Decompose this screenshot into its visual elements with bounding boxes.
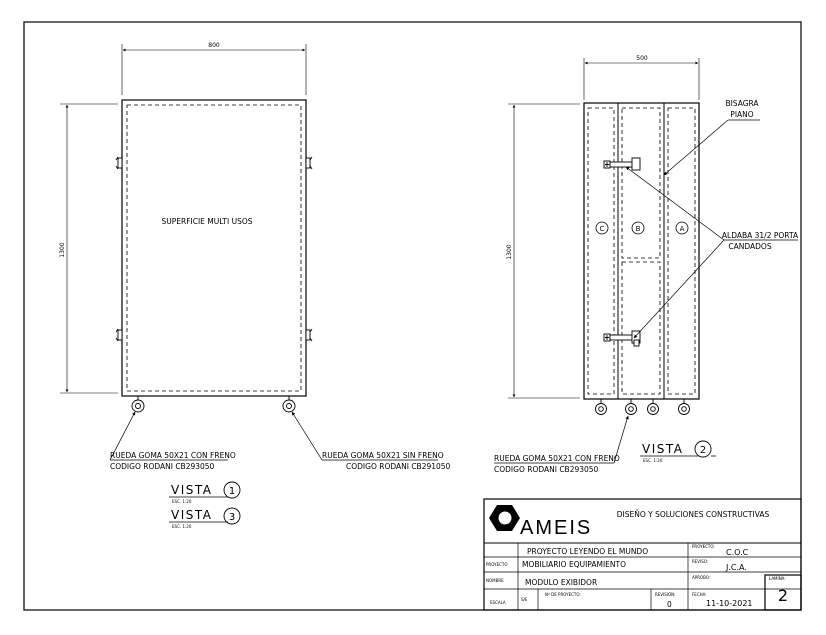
- left-caster-note-line2: CODIGO RODANI CB293050: [110, 462, 215, 471]
- svg-text:ESC. 1:20: ESC. 1:20: [643, 458, 663, 463]
- panel-a: [663, 102, 700, 400]
- escala-value: S/E: [521, 597, 528, 602]
- fecha-value: 11-10-2021: [706, 599, 753, 608]
- hinge-note-line1: BISAGRA: [725, 99, 759, 108]
- revision-value: 0: [667, 600, 672, 609]
- right-caster-note-line2: CODIGO RODANI CB291050: [346, 462, 451, 471]
- padlock-latch-icon: [603, 157, 641, 347]
- view-label-1: VISTA 1 ESC. 1:20: [169, 481, 241, 504]
- svg-text:3: 3: [229, 512, 235, 523]
- svg-text:1: 1: [229, 486, 235, 497]
- right-view-caster-note-line1: RUEDA GOMA 50X21 CON FRENO: [494, 454, 620, 463]
- proyecto-row-label: PROYECTO: [486, 562, 507, 567]
- sheet-border: [23, 21, 802, 611]
- proyecto-field-value: C.O.C: [726, 548, 749, 557]
- svg-text:VISTA: VISTA: [171, 508, 212, 522]
- panel-b: [617, 102, 665, 400]
- side-latch-icon: [115, 156, 313, 342]
- right-view: [494, 58, 798, 464]
- company-name: DISEÑO Y SOLUCIONES CONSTRUCTIVAS: [617, 510, 770, 519]
- left-view: [60, 44, 438, 461]
- left-caster-note-line1: RUEDA GOMA 50X21 CON FRENO: [110, 451, 236, 460]
- project-name: PROYECTO LEYENDO EL MUNDO: [527, 547, 648, 556]
- panel-c: [583, 102, 619, 400]
- latch-note-line2: CANDADOS: [728, 242, 771, 251]
- revision-label: REVISIÓN:: [655, 592, 675, 597]
- right-width-dimension: 500: [636, 55, 648, 62]
- num-proyecto-label: Nº DE PROYECTO:: [545, 592, 581, 597]
- caster-wheel-icon: [131, 396, 296, 413]
- reviso-label: REVISO:: [692, 559, 708, 564]
- lamina-value: 2: [778, 586, 788, 605]
- right-view-caster-note-line2: CODIGO RODANI CB293050: [494, 465, 599, 474]
- svg-text:ESC. 1:20: ESC. 1:20: [172, 499, 192, 504]
- left-width-dimension: 800: [208, 42, 220, 49]
- panel-a-label: A: [680, 225, 685, 233]
- panel-c-label: C: [600, 225, 605, 233]
- lamina-label: LAMINA:: [769, 576, 786, 581]
- multi-use-surface-panel: [121, 99, 307, 397]
- view-label-2: VISTA 2 ESC. 1:20: [640, 440, 716, 463]
- right-caster-note-line1: RUEDA GOMA 50X21 SIN FRENO: [322, 451, 444, 460]
- exhibitor-module-body: [583, 102, 700, 400]
- proyecto-field-label: PROYECTO:: [692, 544, 715, 549]
- surface-label: SUPERFICIE MULTI USOS: [161, 217, 252, 226]
- aprobo-label: APROBO:: [692, 575, 710, 580]
- category-name: MOBILIARIO EQUIPAMIENTO: [522, 560, 626, 569]
- company-logo: AMEIS: [489, 505, 592, 539]
- svg-text:AMEIS: AMEIS: [520, 517, 592, 539]
- hinge-note-line2: PIANO: [730, 110, 753, 119]
- escala-label: ESCALA: [490, 600, 506, 605]
- svg-text:2: 2: [700, 445, 706, 456]
- latch-note-line1: ALDABA 31/2 PORTA: [722, 231, 799, 240]
- fecha-label: FECHA:: [692, 592, 707, 597]
- left-height-dimension: 1300: [59, 242, 66, 257]
- nombre-row-label: NOMBRE: [486, 578, 504, 583]
- svg-text:VISTA: VISTA: [642, 442, 683, 456]
- reviso-value: J.C.A.: [725, 563, 747, 572]
- view-label-3: VISTA 3 ESC. 1:20: [169, 507, 241, 529]
- svg-text:ESC. 1:20: ESC. 1:20: [172, 524, 192, 529]
- title-block: [483, 498, 802, 611]
- svg-text:VISTA: VISTA: [171, 483, 212, 497]
- right-height-dimension: 1300: [506, 244, 513, 259]
- drawing-name: MODULO EXIBIDOR: [525, 578, 597, 587]
- caster-wheel-icon: [595, 399, 690, 415]
- panel-b-label: B: [636, 225, 641, 233]
